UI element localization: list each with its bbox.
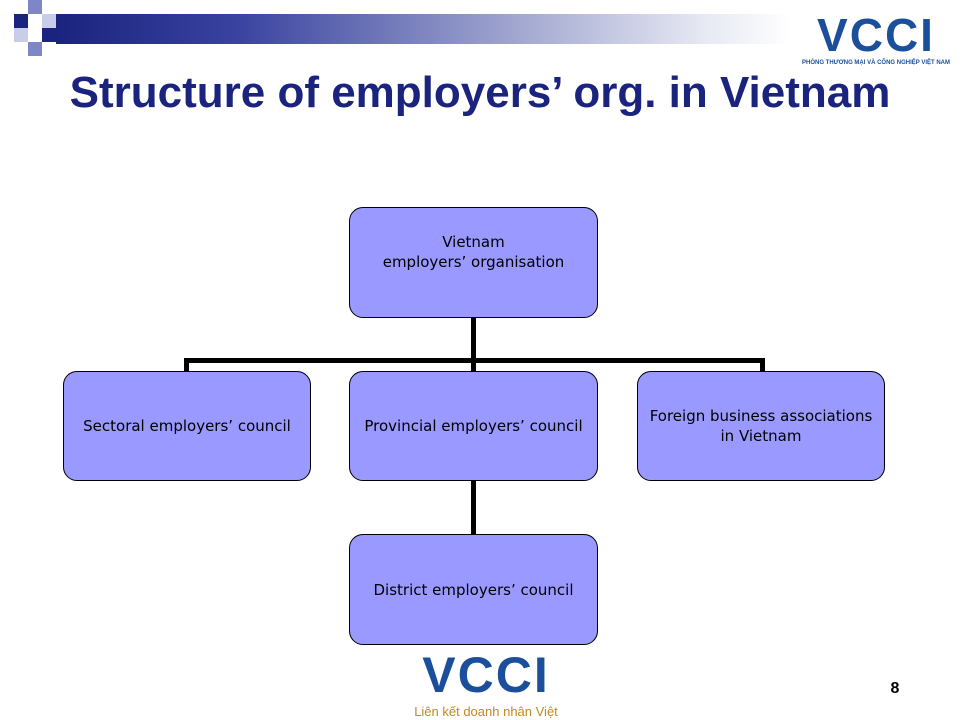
connector-provincial-to-district <box>471 479 476 536</box>
decor-square <box>28 0 42 14</box>
node-provincial-label: Provincial employers’ council <box>364 417 583 435</box>
connector-root-down <box>471 316 476 362</box>
node-root-label: Vietnam employers’ organisation <box>382 233 565 271</box>
connector-to-provincial <box>471 358 476 373</box>
node-sectoral-label: Sectoral employers’ council <box>83 417 291 435</box>
logo-tagline: Liên kết doanh nhân Việt <box>414 704 558 719</box>
decor-square <box>14 14 28 28</box>
node-foreign-label: Foreign business associations in Vietnam <box>649 407 873 445</box>
decor-square <box>28 42 42 56</box>
node-foreign: Foreign business associations in Vietnam <box>637 371 885 481</box>
page-number: 8 <box>890 680 900 697</box>
logo-wordmark: VCCI <box>422 647 550 703</box>
logo-subtitle: PHÒNG THƯƠNG MẠI VÀ CÔNG NGHIỆP VIỆT NAM <box>802 60 950 66</box>
slide-title: Structure of employers’ org. in Vietnam <box>69 68 891 117</box>
vcci-logo-top: VCCI PHÒNG THƯƠNG MẠI VÀ CÔNG NGHIỆP VIỆ… <box>796 8 956 72</box>
decor-square <box>42 28 56 42</box>
node-sectoral: Sectoral employers’ council <box>63 371 311 481</box>
decor-square <box>14 28 28 42</box>
node-district-label: District employers’ council <box>373 580 574 599</box>
node-root: Vietnam employers’ organisation <box>349 207 598 318</box>
connector-to-sectoral <box>184 358 189 373</box>
vcci-logo-bottom: VCCI Liên kết doanh nhân Việt <box>410 646 562 720</box>
decor-square <box>42 14 56 28</box>
logo-wordmark: VCCI <box>817 9 935 61</box>
node-district: District employers’ council <box>349 534 598 645</box>
connector-to-foreign <box>760 358 765 373</box>
node-provincial: Provincial employers’ council <box>349 371 598 481</box>
header-gradient-bar <box>56 14 791 44</box>
header-band <box>0 0 960 60</box>
